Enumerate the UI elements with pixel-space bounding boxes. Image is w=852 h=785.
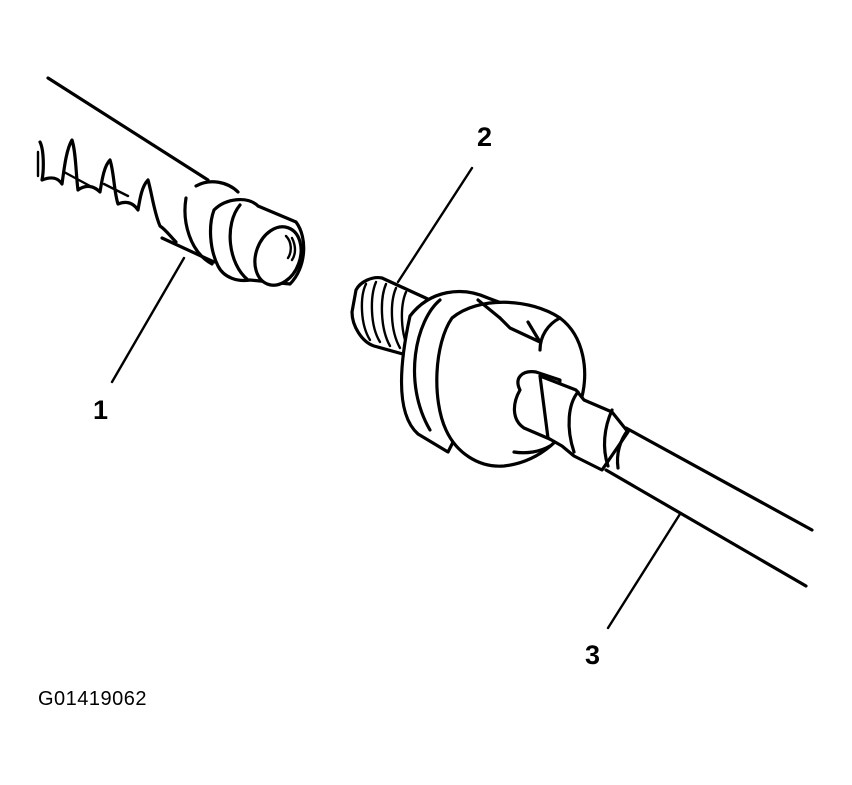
leader-line-3	[606, 512, 682, 630]
figure-id: G01419062	[38, 688, 148, 710]
tie-rod-shaft	[538, 374, 814, 588]
callout-label-2: 2	[477, 122, 492, 152]
callout-label-3: 3	[585, 640, 600, 670]
leader-line-1	[110, 256, 186, 384]
callout-label-1: 1	[93, 395, 108, 425]
leader-line-2	[396, 166, 474, 284]
rack-assembly	[36, 76, 306, 287]
leader-lines	[110, 166, 682, 630]
